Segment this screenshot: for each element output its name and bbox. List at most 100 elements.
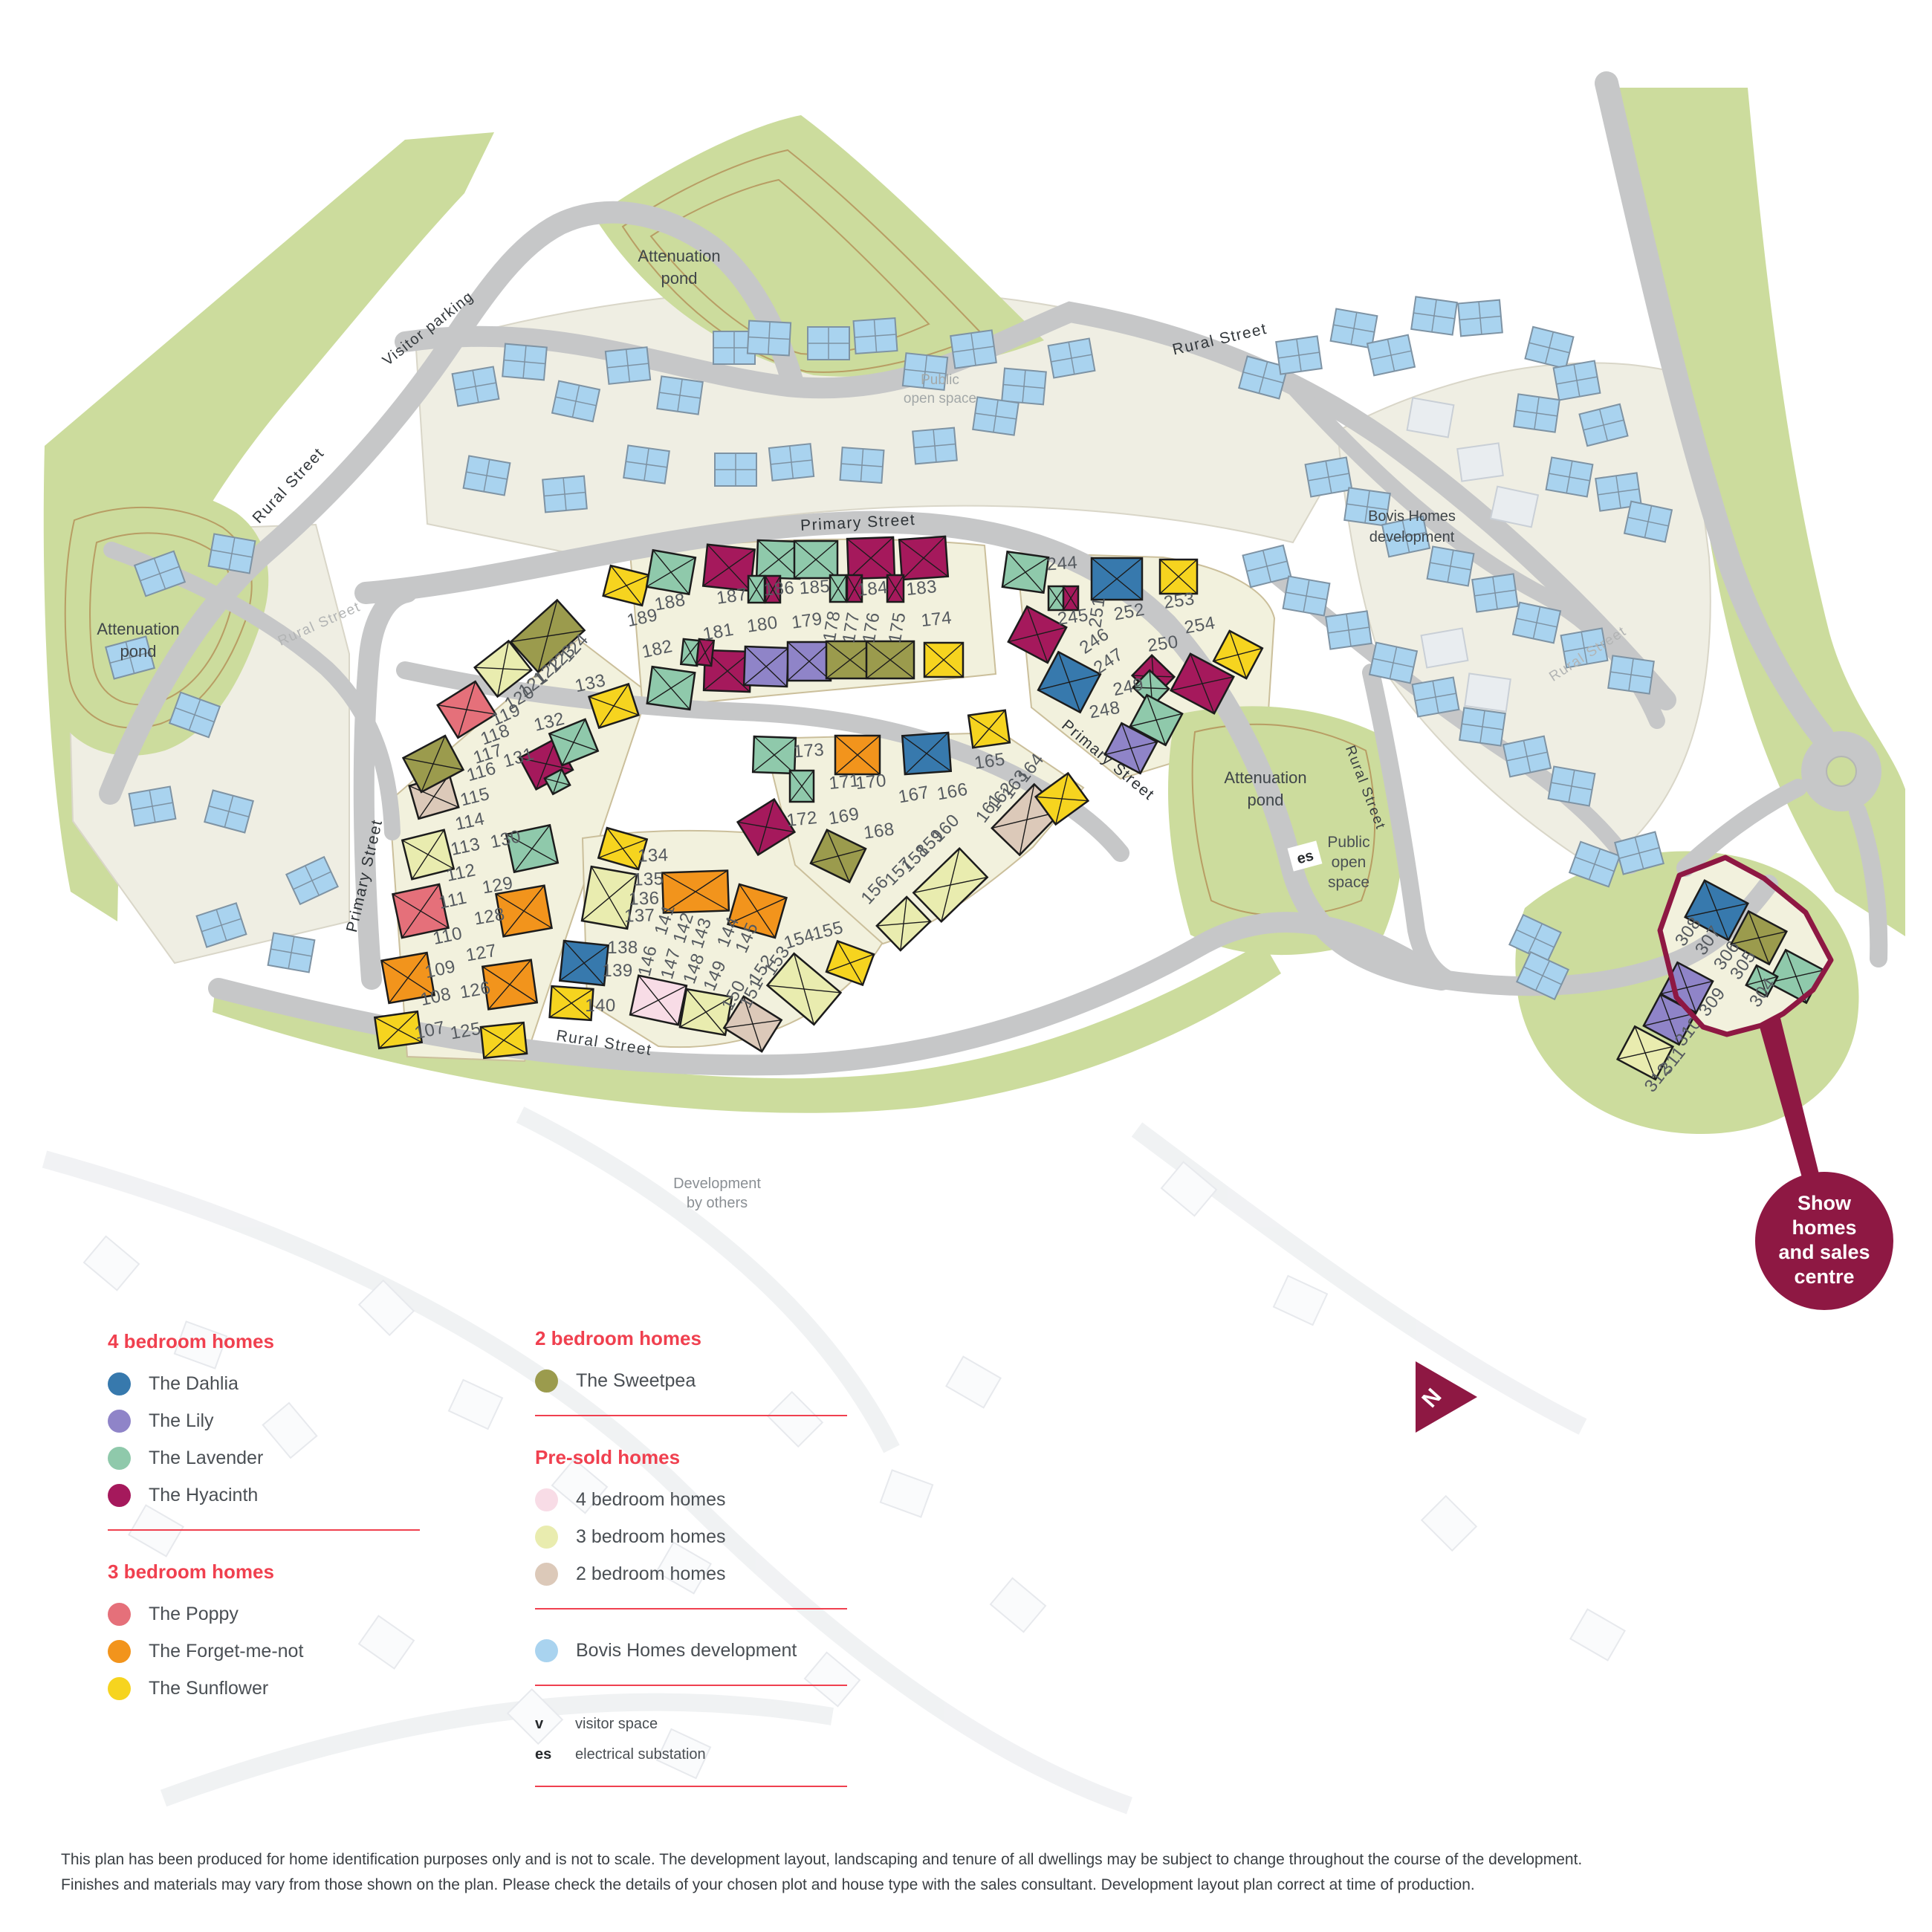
abbreviation-label: visitor space: [575, 1716, 658, 1732]
legend-label: The Dahlia: [149, 1373, 239, 1394]
house-marker: [1001, 550, 1050, 594]
house-marker: [825, 939, 875, 987]
ghost-road: [1131, 1122, 1587, 1435]
bovis-house: [604, 346, 652, 385]
legend-divider: [535, 1608, 847, 1610]
road: [1595, 71, 1834, 748]
house-marker: [543, 768, 571, 796]
bovis-house: [195, 902, 247, 948]
house-marker: [1684, 879, 1749, 941]
area-label: space: [1328, 874, 1369, 891]
bovis-house: [1304, 456, 1353, 498]
disclaimer: This plan has been produced for home ide…: [61, 1847, 1889, 1898]
plot-number: 171: [828, 771, 860, 794]
house-marker: [495, 884, 553, 938]
legend-label: The Sunflower: [149, 1678, 269, 1699]
callout-text: homes: [1792, 1216, 1856, 1239]
house-marker: [1212, 629, 1264, 680]
legend-item: The Forget-me-not: [108, 1640, 450, 1663]
plot-number: 134: [638, 845, 669, 866]
plot-number: 251: [1085, 596, 1109, 629]
house-marker: [1103, 722, 1158, 775]
legend-item: The Sweetpea: [535, 1369, 877, 1393]
legend-divider: [535, 1415, 847, 1416]
ghost-house: [766, 1390, 824, 1448]
bovis-house: [1410, 296, 1458, 336]
legend-heading: 4 bedroom homes: [108, 1330, 274, 1352]
bovis-house: [901, 352, 949, 391]
legend-heading: 2 bedroom homes: [535, 1327, 701, 1349]
house-marker: [886, 574, 905, 603]
plot-number: 245: [1057, 605, 1090, 629]
ghost-development-layer: [42, 1106, 1626, 1815]
roundabout-island: [1826, 756, 1857, 787]
ghost-house: [1272, 1274, 1329, 1326]
house-marker: [765, 952, 843, 1026]
area-label: Attenuation: [97, 620, 179, 638]
area-label: Bovis Homes: [1368, 508, 1456, 525]
legend-label: The Lily: [149, 1410, 214, 1431]
area-label: Attenuation: [1224, 768, 1306, 787]
bovis-house: [1552, 360, 1601, 401]
bovis-house: [1547, 765, 1596, 807]
house-marker: [923, 641, 965, 678]
legend-abbreviation: v visitor space: [535, 1716, 877, 1733]
callout-pointer: [1760, 1018, 1819, 1180]
bovis-house: [1329, 308, 1378, 349]
house-marker: [1615, 1025, 1675, 1081]
plot-number: 187: [716, 584, 749, 609]
house-marker: [391, 883, 450, 939]
house-marker: [1729, 910, 1789, 966]
legend-item: The Hyacinth: [108, 1484, 450, 1507]
bovis-house: [1508, 913, 1563, 964]
house-marker: [679, 638, 701, 667]
bovis-house: [1411, 676, 1460, 718]
area-label: pond: [661, 269, 698, 288]
pond-green: [594, 115, 1044, 377]
north-arrow: [1416, 1361, 1477, 1433]
road: [1676, 779, 1807, 877]
area-label: Development: [673, 1176, 761, 1192]
bovis-house: [768, 443, 815, 482]
house-marker: [380, 951, 436, 1005]
legend-item: 3 bedroom homes: [535, 1526, 877, 1549]
house-marker: [401, 829, 456, 881]
house-marker: [661, 869, 730, 914]
ghost-house: [655, 1728, 712, 1780]
electrical-substation-marker: es: [1287, 840, 1323, 872]
legend-swatch: [535, 1488, 558, 1511]
house-marker: [846, 536, 896, 580]
bovis-house: [1513, 393, 1560, 433]
abbreviation-key: v: [535, 1716, 544, 1732]
house-marker: [587, 682, 641, 730]
ghost-house: [989, 1577, 1047, 1633]
ghost-house: [173, 1320, 228, 1369]
callout-text: and sales: [1778, 1241, 1870, 1263]
bovis-house: [656, 375, 704, 415]
bovis-house: [204, 789, 254, 834]
pond-contour: [649, 178, 930, 355]
house-marker: [829, 574, 848, 603]
bovis-house: [451, 366, 500, 407]
ghost-road: [160, 1693, 834, 1807]
house-marker: [481, 959, 539, 1011]
ghost-house: [82, 1235, 140, 1291]
bovis-house: [133, 550, 187, 597]
bovis-house: [267, 932, 316, 973]
ghost-road: [516, 1106, 900, 1453]
legend-item: The Poppy: [108, 1603, 450, 1626]
bovis-house: [1502, 735, 1552, 778]
legend-swatch: [108, 1372, 131, 1395]
legend-label: 3 bedroom homes: [576, 1526, 726, 1547]
legend-item: Bovis Homes development: [535, 1639, 877, 1662]
bovis-house: [1426, 545, 1475, 587]
plot-number: 253: [1163, 589, 1196, 613]
house-marker: [597, 826, 649, 871]
legend-label: 2 bedroom homes: [576, 1563, 726, 1584]
bovis-house: [623, 444, 670, 484]
area-label: open space: [904, 391, 976, 406]
ghost-house: [803, 1651, 861, 1708]
